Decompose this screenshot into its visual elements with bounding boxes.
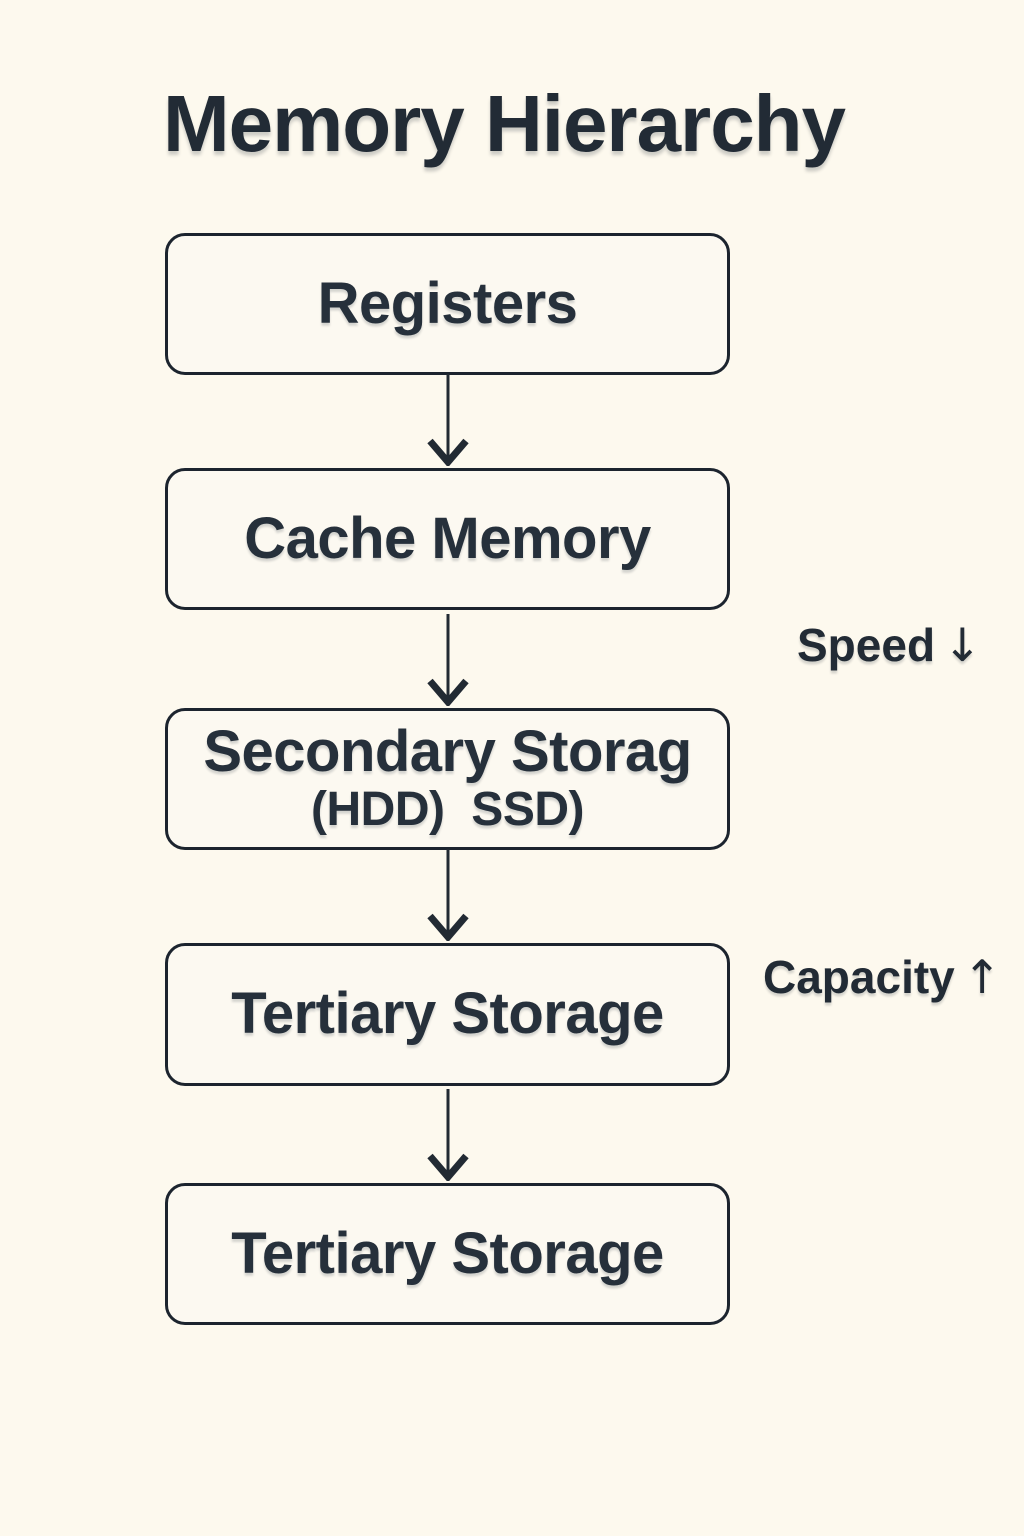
node-tertiary-storage-2: Tertiary Storage	[165, 1183, 730, 1325]
node-registers: Registers	[165, 233, 730, 375]
capacity-annotation-text: Capacity	[763, 951, 955, 1003]
down-arrow-icon	[424, 614, 472, 706]
node-secondary-storage: Secondary Storag (HDD) SSD)	[165, 708, 730, 850]
page-title: Memory Hierarchy	[162, 79, 846, 168]
node-label: Tertiary Storage	[231, 1220, 664, 1286]
node-label: Secondary Storag	[203, 719, 692, 785]
capacity-annotation: Capacity↑	[763, 952, 1001, 1003]
node-sublabel: (HDD) SSD)	[311, 782, 584, 836]
up-arrow-glyph-icon: ↑	[962, 950, 1002, 1004]
node-label: Cache Memory	[244, 505, 651, 571]
node-cache-memory: Cache Memory	[165, 468, 730, 610]
down-arrow-glyph-icon: ↓	[943, 618, 982, 672]
down-arrow-icon	[424, 1089, 472, 1181]
down-arrow-icon	[424, 849, 472, 941]
node-tertiary-storage: Tertiary Storage	[165, 943, 730, 1086]
speed-annotation: Speed↓	[797, 620, 982, 671]
node-label: Registers	[317, 270, 578, 336]
speed-annotation-text: Speed	[797, 619, 936, 671]
down-arrow-icon	[424, 374, 472, 466]
node-label: Tertiary Storage	[231, 981, 664, 1047]
